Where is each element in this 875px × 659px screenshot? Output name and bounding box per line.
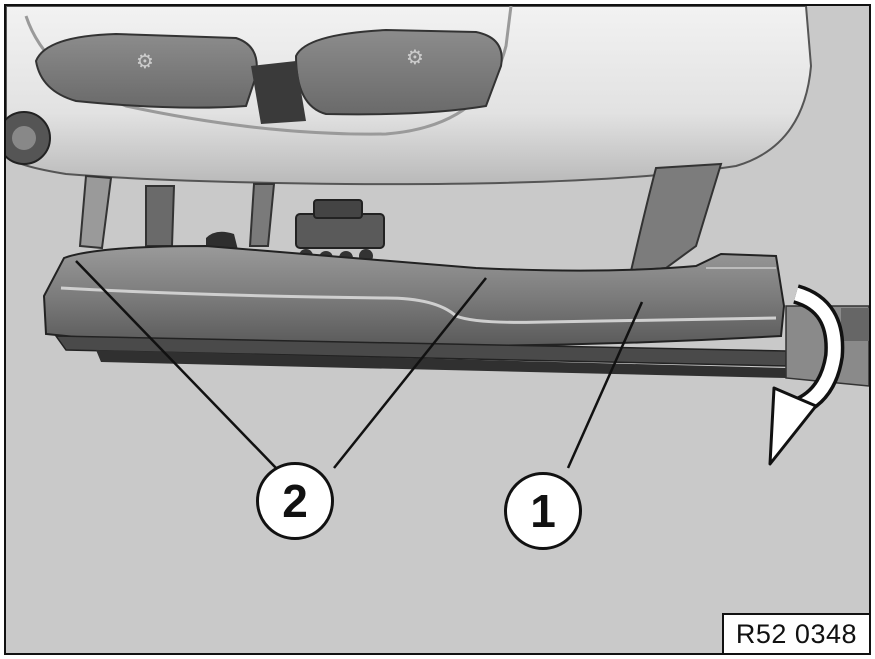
svg-text:⚙: ⚙ (136, 49, 154, 73)
callout-leader-lines (75, 260, 644, 469)
curved-arrow-icon (768, 284, 845, 466)
seat-switch-right: ⚙ (294, 28, 503, 116)
callout-2: 2 (256, 462, 334, 540)
seat-rail-illustration: ⚙ ⚙ (6, 6, 869, 469)
switch-gap (251, 61, 306, 124)
seat-switch-left: ⚙ (34, 32, 258, 109)
callout-1: 1 (504, 472, 582, 550)
svg-text:⚙: ⚙ (406, 45, 424, 69)
round-control-knob (6, 111, 51, 165)
seat-supports (78, 162, 723, 273)
seat-rail (42, 244, 869, 387)
figure-frame: ⚙ ⚙ (4, 4, 871, 655)
figure-reference-code: R52 0348 (721, 613, 869, 653)
